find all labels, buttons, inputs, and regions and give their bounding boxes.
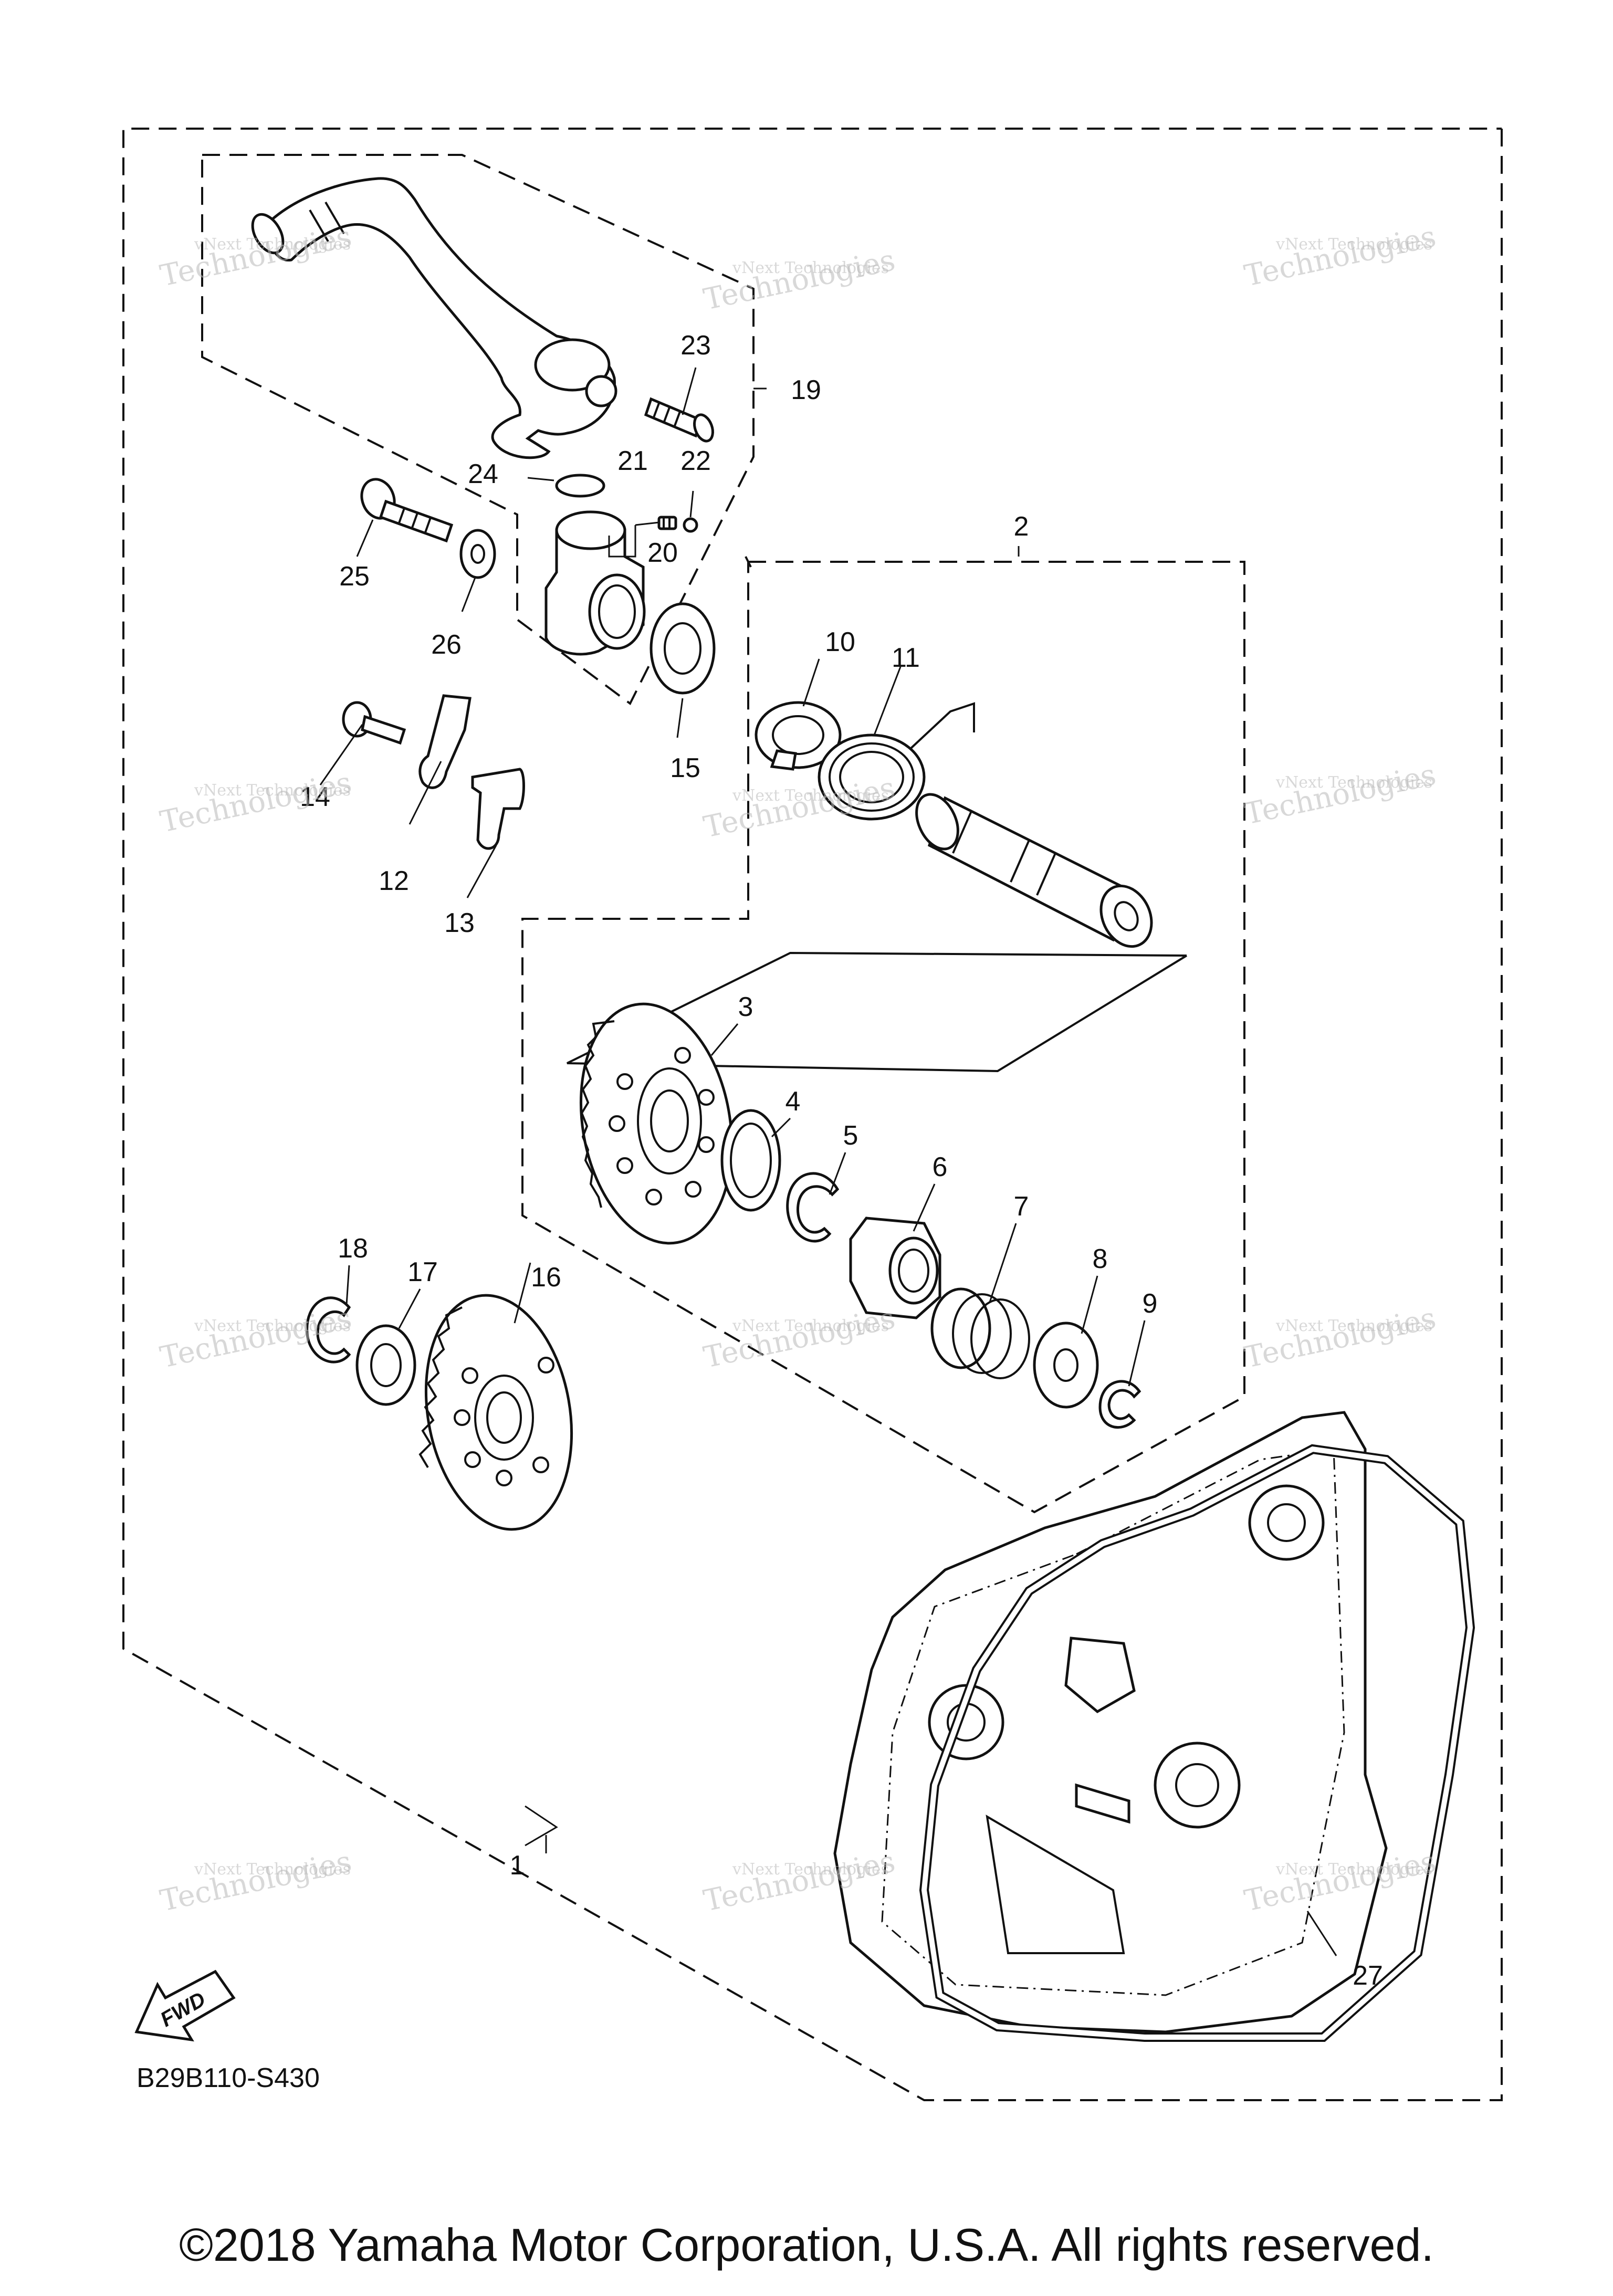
watermark-text: Technologies (157, 766, 354, 840)
watermark-text: vNext Technologies (1275, 235, 1432, 254)
callout-23: 23 (680, 330, 711, 361)
idle-gear-16 (418, 1294, 573, 1531)
torsion-spring-11 (818, 702, 975, 821)
callout-19: 19 (791, 375, 821, 405)
diagram-code: B29B110-S430 (137, 2063, 320, 2093)
callout-9: 9 (1143, 1288, 1158, 1319)
watermark-text: Technologies (1241, 1301, 1439, 1375)
washer-17 (355, 1324, 416, 1406)
leader-lines (319, 367, 1337, 1956)
pin-21 (657, 516, 677, 530)
watermark-text: Technologies (1241, 758, 1439, 832)
watermark-text: Technologies (1241, 219, 1439, 293)
crankcase-cover-1 (833, 1411, 1388, 2033)
callout-11: 11 (892, 643, 920, 673)
callout-27: 27 (1353, 1960, 1383, 1991)
callout-14: 14 (300, 782, 330, 812)
fwd-arrow-icon: FWD (134, 1969, 236, 2042)
callout-24: 24 (468, 459, 498, 489)
callout-6: 6 (933, 1152, 948, 1182)
stopper-plate-12 (418, 694, 472, 789)
callout-1: 1 (510, 1850, 525, 1881)
shaft-projection (567, 951, 1188, 1073)
callout-13: 13 (444, 908, 475, 938)
stopper-guide-13 (471, 768, 525, 850)
watermark-text: vNext Technologies (732, 259, 889, 277)
watermark-text: Technologies (700, 1301, 898, 1375)
bolt-23 (644, 397, 714, 443)
watermark-text: Technologies (157, 1844, 354, 1918)
watermark-text: vNext Technologies (194, 1317, 351, 1335)
callout-18: 18 (338, 1233, 368, 1264)
circlip-9 (1098, 1380, 1141, 1429)
washer-4 (720, 1109, 781, 1212)
callout-5: 5 (843, 1120, 858, 1151)
watermark-text: vNext Technologies (732, 1860, 889, 1879)
spring-7 (930, 1287, 1030, 1379)
ratchet-wheel-6 (849, 1217, 941, 1319)
callout-labels: 1 2 3 4 5 6 7 8 9 10 11 12 13 14 15 16 1… (300, 330, 1383, 1991)
watermark-text: Technologies (700, 243, 898, 317)
watermark-text: vNext Technologies (1275, 1860, 1432, 1879)
watermark-text: vNext Technologies (732, 787, 889, 805)
callout-2: 2 (1014, 511, 1029, 542)
watermark-text: vNext Technologies (194, 781, 351, 800)
callout-7: 7 (1014, 1191, 1029, 1222)
callout-26: 26 (431, 630, 462, 660)
kick-shaft (915, 793, 1153, 948)
callout-16: 16 (531, 1262, 561, 1293)
assembly-2-break (745, 556, 752, 568)
watermark-text: Technologies (157, 1301, 354, 1375)
callout-10: 10 (825, 627, 855, 657)
kick-crank-arm (251, 177, 617, 459)
callout-15: 15 (670, 753, 700, 783)
callout-3: 3 (738, 992, 753, 1022)
kick-boss-20 (544, 510, 646, 656)
callout-12: 12 (379, 866, 409, 896)
watermark-text: vNext Technologies (194, 235, 351, 254)
watermark-text: vNext Technologies (1275, 773, 1432, 792)
circlip-5 (786, 1172, 840, 1243)
kick-gear-3 (579, 1002, 734, 1245)
callout-8: 8 (1093, 1244, 1108, 1274)
assembly-1-boundary (122, 128, 1503, 2101)
assembly-2-boundary (521, 561, 1245, 1514)
callout-22: 22 (680, 446, 711, 476)
copyright-notice: ©2018 Yamaha Motor Corporation, U.S.A. A… (179, 2219, 1434, 2271)
bolt-14 (342, 701, 406, 745)
o-ring-24 (555, 474, 605, 498)
assembly-19-boundary (201, 154, 755, 706)
callout-17: 17 (407, 1257, 438, 1287)
callout-4: 4 (785, 1086, 801, 1117)
callout-20: 20 (647, 538, 678, 568)
watermark-text: vNext Technologies (1275, 1317, 1432, 1335)
washer-8 (1033, 1322, 1099, 1409)
watermark-text: vNext Technologies (732, 1317, 889, 1335)
spring-guide-10 (755, 701, 842, 771)
callout-21: 21 (617, 446, 648, 476)
circlip-18 (306, 1296, 351, 1364)
ball-22 (683, 517, 698, 533)
bolt-25 (360, 478, 454, 543)
oil-seal-15 (650, 602, 716, 695)
callout-25: 25 (339, 561, 370, 592)
watermark-text: vNext Technologies (194, 1860, 351, 1879)
watermark-text: Technologies (700, 771, 898, 845)
washer-26 (459, 529, 496, 579)
